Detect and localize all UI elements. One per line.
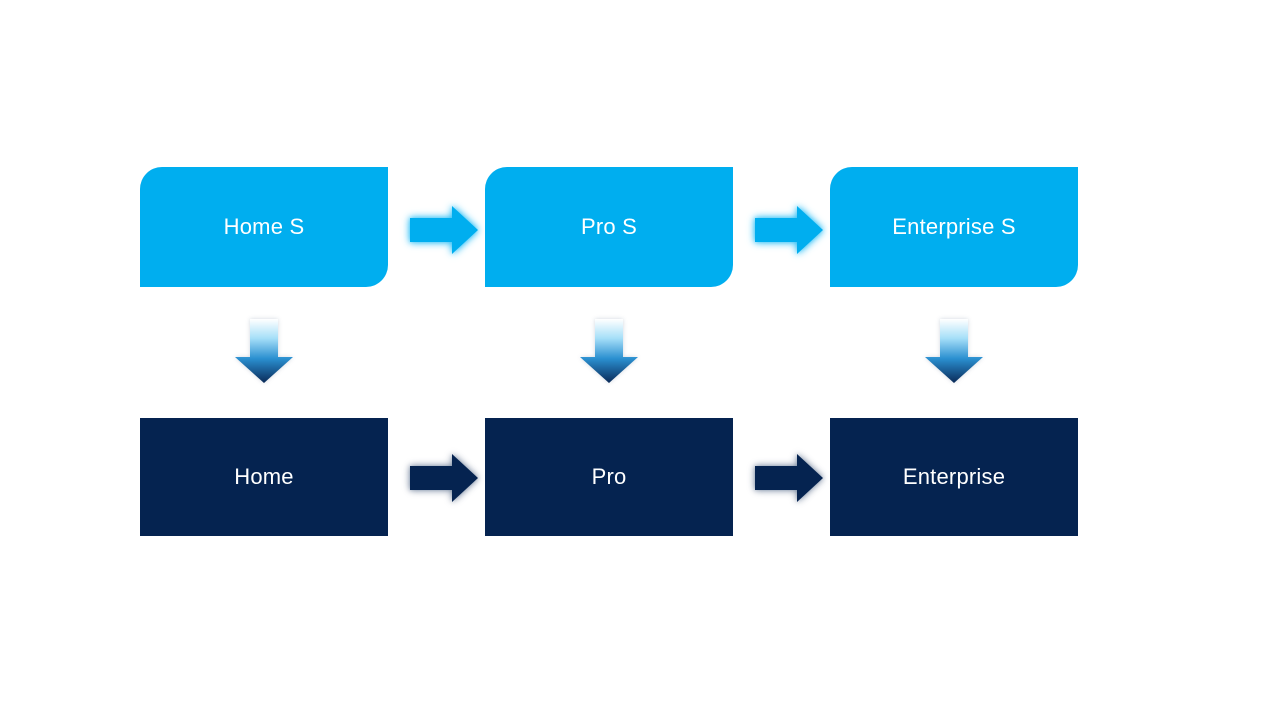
down-arrow-icon	[235, 319, 293, 383]
node-pro-label: Pro	[591, 464, 627, 489]
node-home: Home	[140, 418, 388, 536]
node-home-label: Home	[234, 464, 294, 489]
down-arrow-icon	[580, 319, 638, 383]
node-pro-s: Pro S	[485, 167, 733, 287]
node-home-s-label: Home S	[223, 214, 305, 239]
right-arrow-icon	[410, 206, 478, 254]
node-enterprise-s-label: Enterprise S	[892, 214, 1016, 239]
node-home-s: Home S	[140, 167, 388, 287]
node-enterprise: Enterprise	[830, 418, 1078, 536]
right-arrow-icon	[410, 454, 478, 502]
node-pro-s-label: Pro S	[580, 214, 638, 239]
right-arrow-icon	[755, 454, 823, 502]
right-arrow-icon	[755, 206, 823, 254]
node-enterprise-label: Enterprise	[902, 464, 1006, 489]
node-enterprise-s: Enterprise S	[830, 167, 1078, 287]
down-arrow-icon	[925, 319, 983, 383]
node-pro: Pro	[485, 418, 733, 536]
